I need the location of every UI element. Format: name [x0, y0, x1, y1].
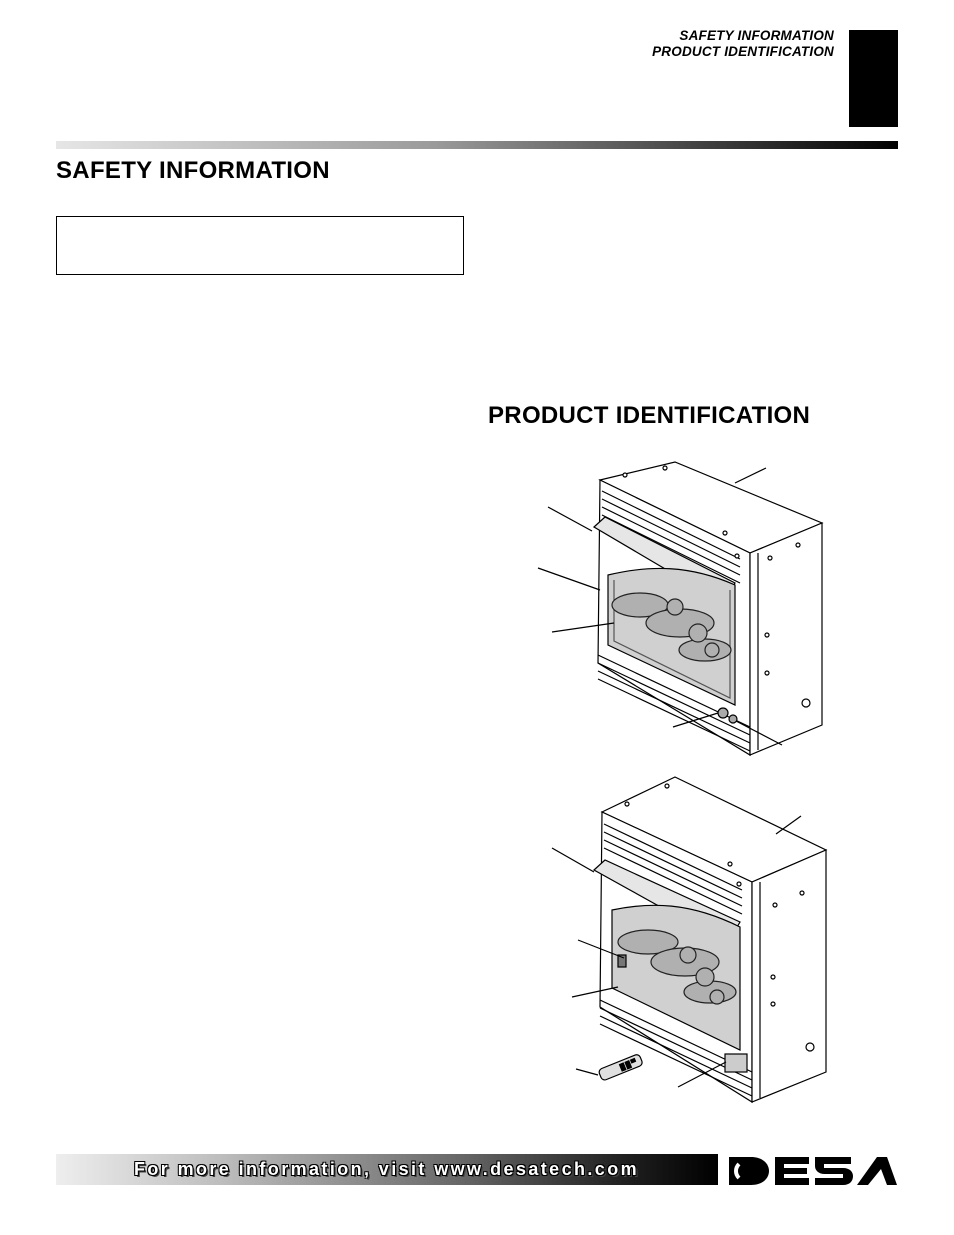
footer-bar	[56, 1154, 718, 1185]
warning-box	[56, 216, 464, 275]
header-line-product: PRODUCT IDENTIFICATION	[652, 44, 834, 59]
fireplace-illustration-remote	[551, 776, 828, 1104]
header-line-safety: SAFETY INFORMATION	[679, 28, 834, 43]
product-identification-title: PRODUCT IDENTIFICATION	[488, 402, 811, 429]
footer-website-text: For more information, visit www.desatech…	[134, 1159, 640, 1179]
fireplace-illustration-manual	[537, 461, 824, 757]
desa-logo	[729, 1157, 897, 1185]
header-divider	[56, 141, 898, 149]
running-header: SAFETY INFORMATION PRODUCT IDENTIFICATIO…	[652, 28, 834, 60]
section-tab	[849, 30, 898, 127]
safety-information-title: SAFETY INFORMATION	[56, 157, 330, 184]
